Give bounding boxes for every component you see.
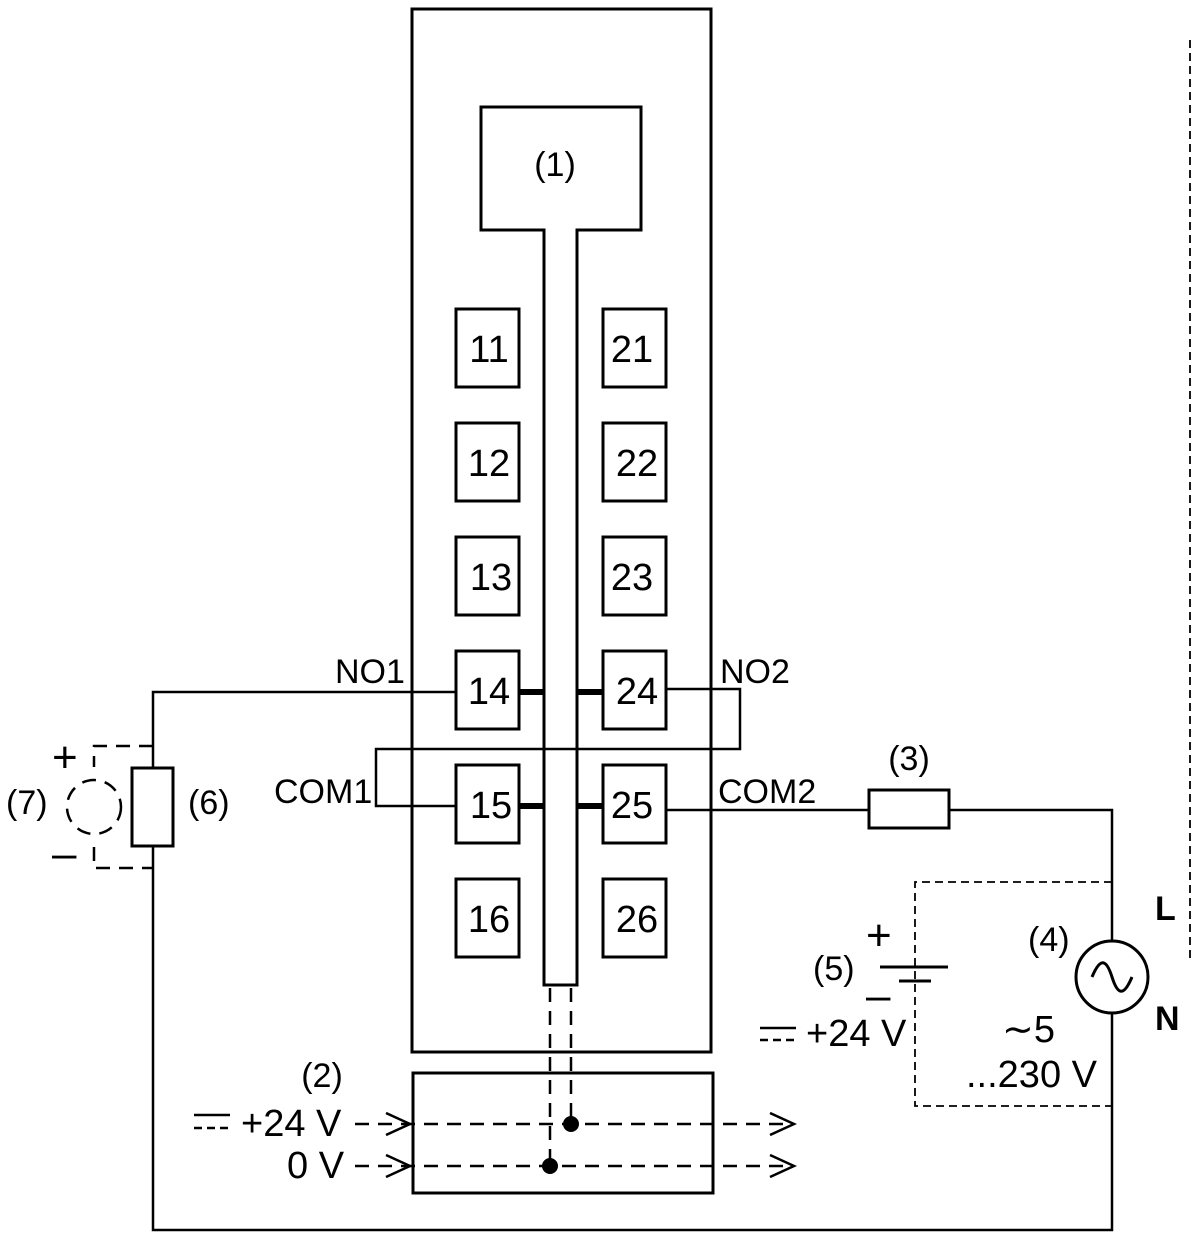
dc-symbol-icon [760, 1026, 796, 1042]
terminal-16-label: 16 [468, 899, 510, 941]
terminal-14-box [454, 649, 521, 731]
dc-plus-sign: + [866, 911, 892, 960]
bus-0v-output-arrow [769, 1153, 798, 1179]
callout-1-label: (1) [534, 146, 576, 184]
terminal-26-label: 26 [616, 899, 658, 941]
optional-device-circle [65, 778, 123, 836]
terminal-24-box [601, 649, 668, 731]
dc-alternative-frame [914, 881, 1112, 1107]
polarity-bracket [92, 744, 153, 870]
load-minus-sign: – [52, 829, 77, 878]
terminal-22-box [601, 421, 668, 503]
neutral-n-label: N [1155, 1000, 1180, 1038]
terminal-24-label: 24 [616, 671, 658, 713]
terminal-13-box [454, 535, 521, 617]
ac-sine-icon [1090, 961, 1134, 993]
terminal-26-box [601, 877, 668, 959]
bus-dc-symbol-icon [194, 1113, 230, 1130]
terminal-25-box [601, 763, 668, 845]
terminal-column-right: 21 22 23 24 25 26 [601, 307, 668, 959]
terminal-23-box [601, 535, 668, 617]
dc-voltage-label: +24 V [806, 1013, 907, 1055]
no1-label: NO1 [335, 653, 405, 691]
fuse-symbol [867, 788, 951, 830]
terminal-13-label: 13 [470, 557, 512, 599]
bus-0v-input-arrow [385, 1153, 414, 1179]
terminal-11-box [454, 307, 521, 389]
module-housing [410, 7, 713, 1054]
wire-fuse-to-source [949, 808, 1114, 942]
terminal-21-box [601, 307, 668, 389]
terminal-22-label: 22 [616, 443, 658, 485]
terminal-15-box [454, 763, 521, 845]
ac-range-bottom: ...230 V [966, 1054, 1098, 1096]
callout-6-label: (6) [188, 784, 230, 822]
callout-7-label: (7) [6, 784, 48, 822]
terminal-16-box [454, 877, 521, 959]
ac-range-top: ∼5 [1002, 1009, 1055, 1051]
com1-label: COM1 [274, 773, 372, 811]
wire-no2-to-com1-bridge [374, 687, 742, 808]
bus-0v-label: 0 V [287, 1145, 345, 1187]
callout-3-label: (3) [888, 740, 930, 778]
no2-label: NO2 [720, 653, 790, 691]
wire-load-to-return [151, 846, 1114, 1232]
bus-24v-output-arrow [769, 1111, 798, 1137]
wire-no1-to-load [151, 690, 456, 768]
terminal-column-left: 11 12 13 14 15 16 [454, 307, 521, 959]
terminal-23-label: 23 [611, 557, 653, 599]
bus-24v-label: +24 V [241, 1103, 342, 1145]
module-head-block [479, 105, 643, 987]
dc-minus-sign: – [866, 971, 891, 1020]
supply-bus-block [411, 1071, 715, 1195]
bus-node-24v [563, 1116, 579, 1132]
terminal-11-label: 11 [469, 329, 508, 371]
terminal-21-label: 21 [611, 329, 653, 371]
callout-5-label: (5) [813, 950, 855, 988]
bus-24v-input-arrow [385, 1111, 414, 1137]
load-symbol [130, 766, 175, 848]
terminal-12-box [454, 421, 521, 503]
callout-4-label: (4) [1028, 921, 1070, 959]
ac-source-circle [1074, 939, 1150, 1015]
bus-node-0v [542, 1158, 558, 1174]
terminal-15-label: 15 [470, 785, 512, 827]
line-l-label: L [1155, 890, 1176, 928]
terminal-12-label: 12 [468, 443, 510, 485]
load-plus-sign: + [52, 733, 78, 782]
com2-label: COM2 [718, 773, 816, 811]
terminal-25-label: 25 [611, 785, 653, 827]
terminal-14-label: 14 [468, 671, 510, 713]
callout-2-label: (2) [301, 1057, 343, 1095]
